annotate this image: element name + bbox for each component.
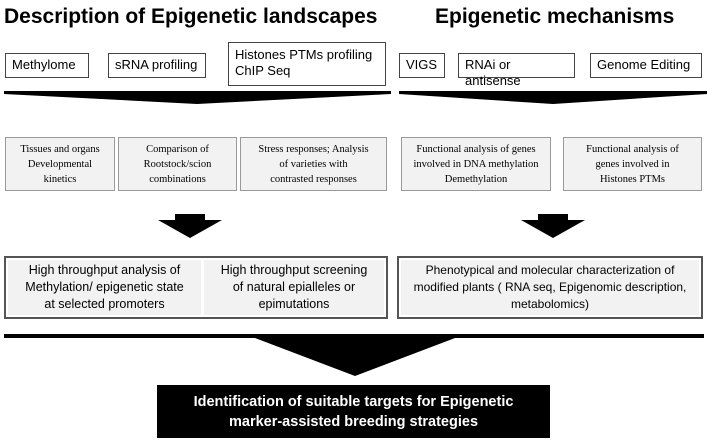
converging-arrow (255, 338, 455, 376)
histones-ptms-genes-box: Functional analysis of genes involved in… (563, 137, 702, 191)
left-wedge-shape (4, 91, 391, 104)
vigs-box: VIGS (399, 53, 445, 78)
methylome-box: Methylome (5, 53, 89, 78)
right-wedge-shape (399, 91, 707, 104)
right-heading: Epigenetic mechanisms (435, 5, 675, 28)
tissues-organs-box: Tissues and organs Developmental kinetic… (5, 137, 115, 191)
left-down-arrow (158, 214, 222, 238)
throughput-methylation-box: High throughput analysis of Methylation/… (8, 260, 201, 315)
histones-ptms-profiling-box: Histones PTMs profiling ChIP Seq (228, 42, 386, 86)
rootstock-scion-box: Comparison of Rootstock/scion combinatio… (118, 137, 237, 191)
genome-editing-box: Genome Editing (590, 53, 702, 78)
converging-bar (4, 334, 704, 338)
final-target-box: Identification of suitable targets for E… (157, 385, 550, 438)
throughput-epialleles-box: High throughput screening of natural epi… (204, 260, 384, 315)
right-down-arrow (521, 214, 585, 238)
dna-methylation-genes-box: Functional analysis of genes involved in… (401, 137, 551, 191)
phenotypical-characterization-box: Phenotypical and molecular characterizat… (401, 260, 699, 315)
stress-responses-box: Stress responses; Analysis of varieties … (240, 137, 387, 191)
srna-profiling-box: sRNA profiling (108, 53, 206, 78)
left-heading: Description of Epigenetic landscapes (4, 5, 378, 28)
rnai-antisense-box: RNAi or antisense (458, 53, 575, 88)
